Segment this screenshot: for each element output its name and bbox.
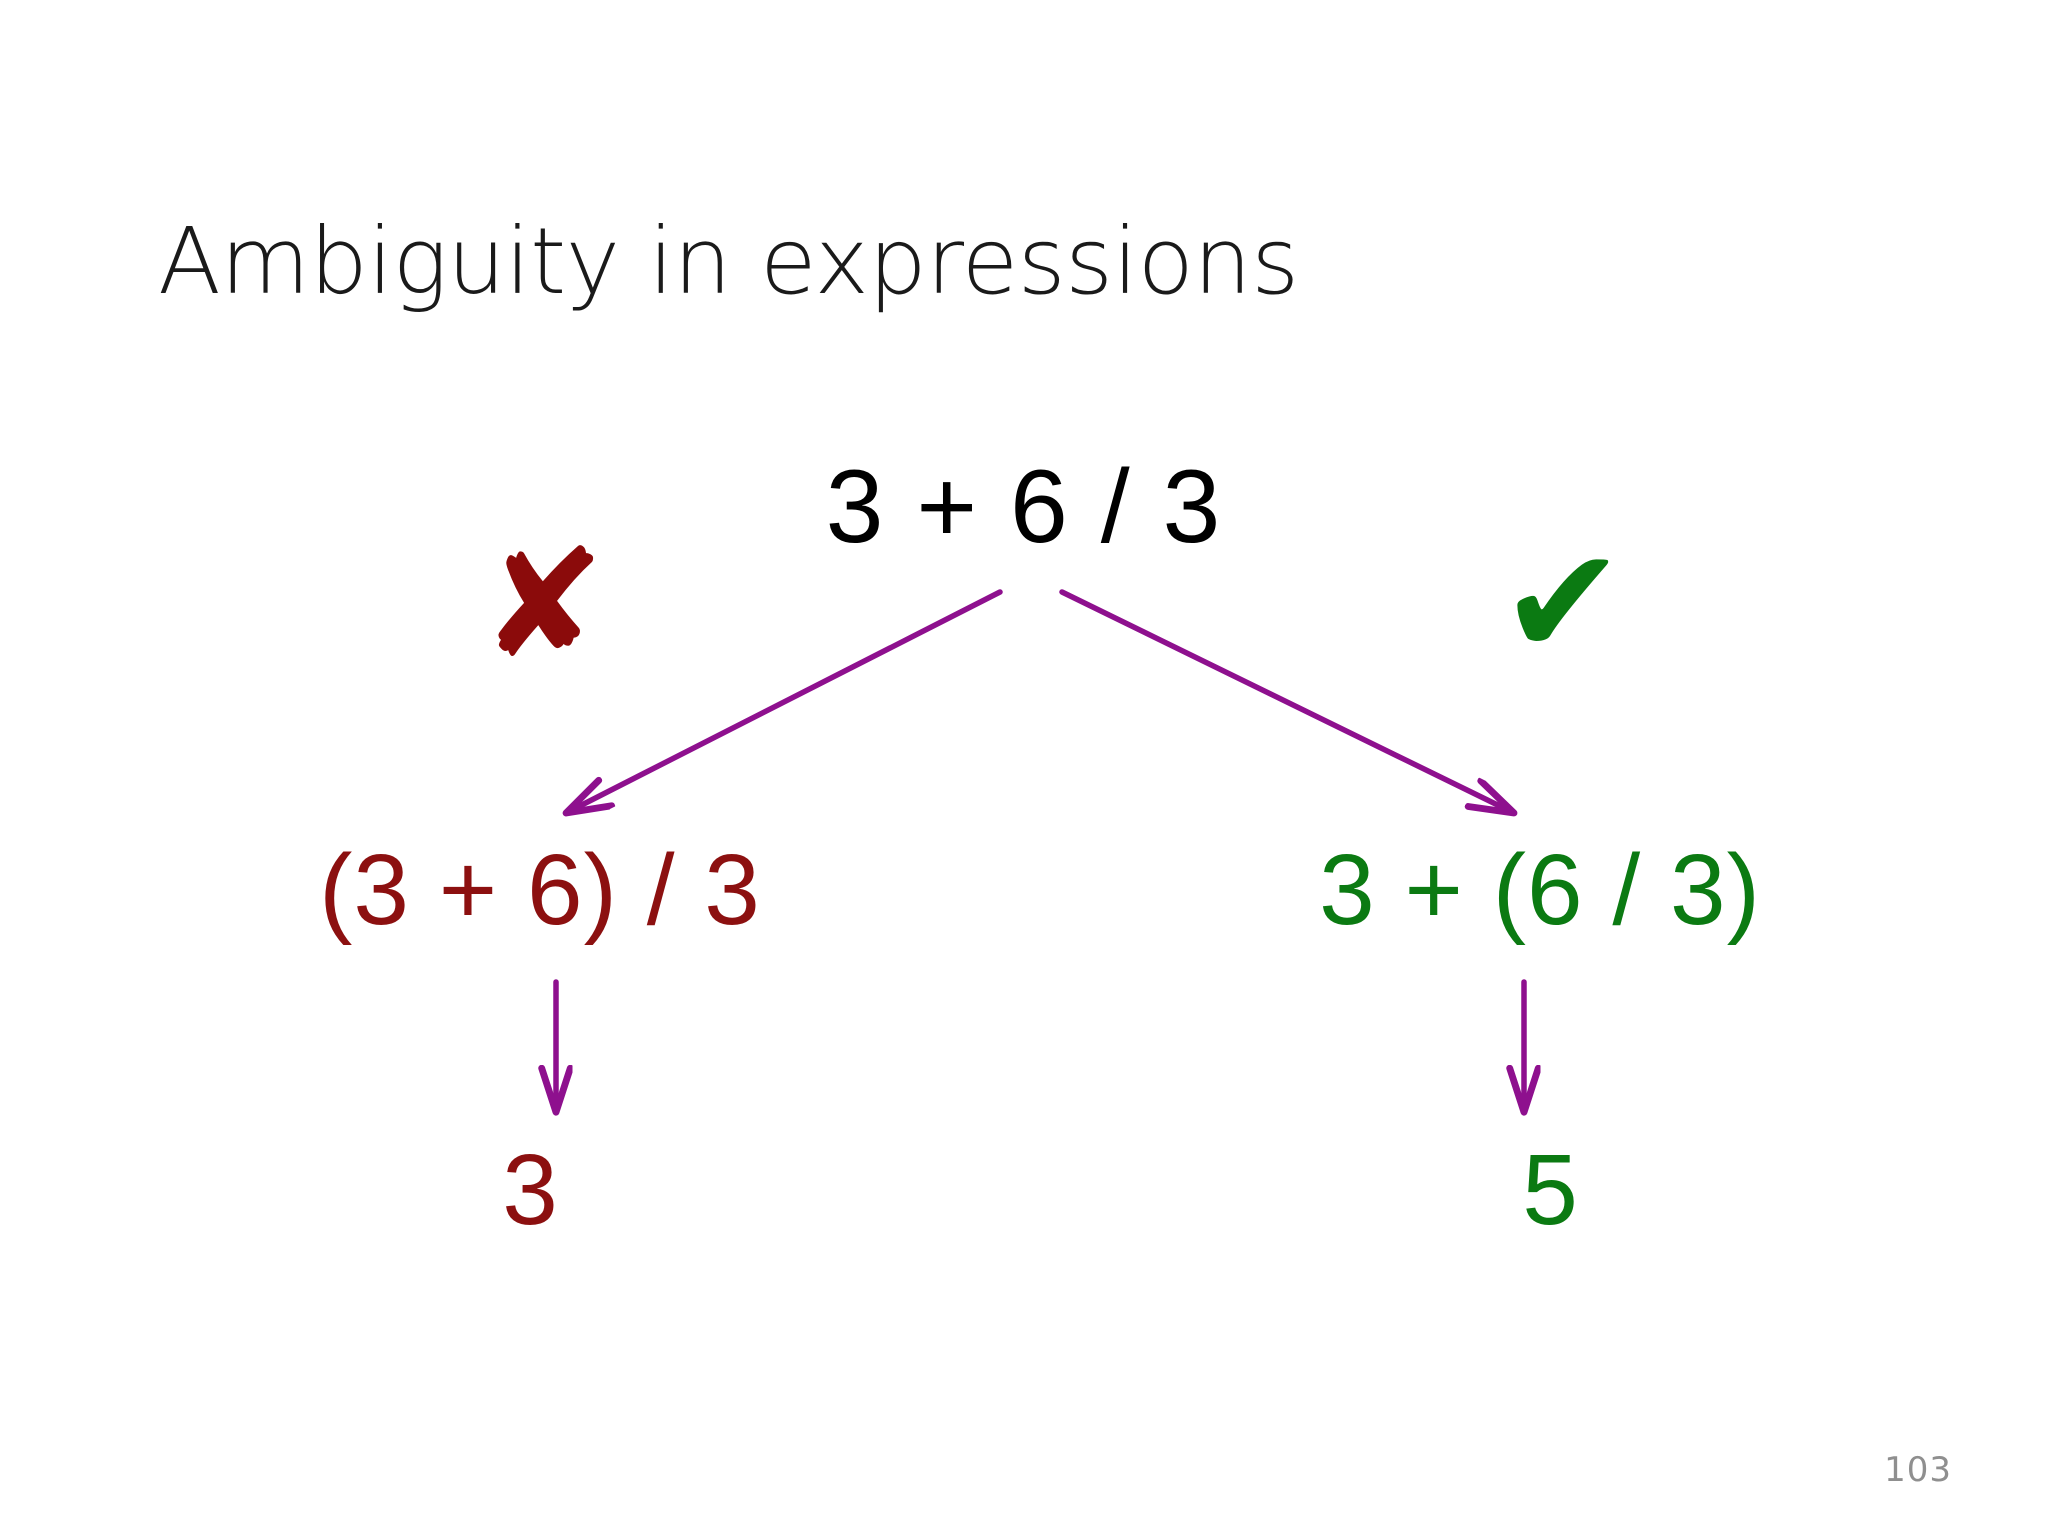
arrow-root-to-left [568, 589, 1003, 812]
cross-icon: ✘ [480, 518, 606, 692]
right-interpretation-expression: 3 + (6 / 3) [1319, 834, 1761, 946]
left-interpretation-expression: (3 + 6) / 3 [319, 834, 761, 946]
root-expression: 3 + 6 / 3 [825, 449, 1223, 565]
arrow-root-to-right [1059, 589, 1512, 812]
right-result-value: 5 [1522, 1134, 1578, 1246]
left-result-value: 3 [502, 1134, 558, 1246]
check-icon: ✔ [1500, 516, 1626, 690]
page-number: 103 [1884, 1450, 1952, 1490]
page-title: Ambiguity in expressions [158, 207, 1299, 315]
